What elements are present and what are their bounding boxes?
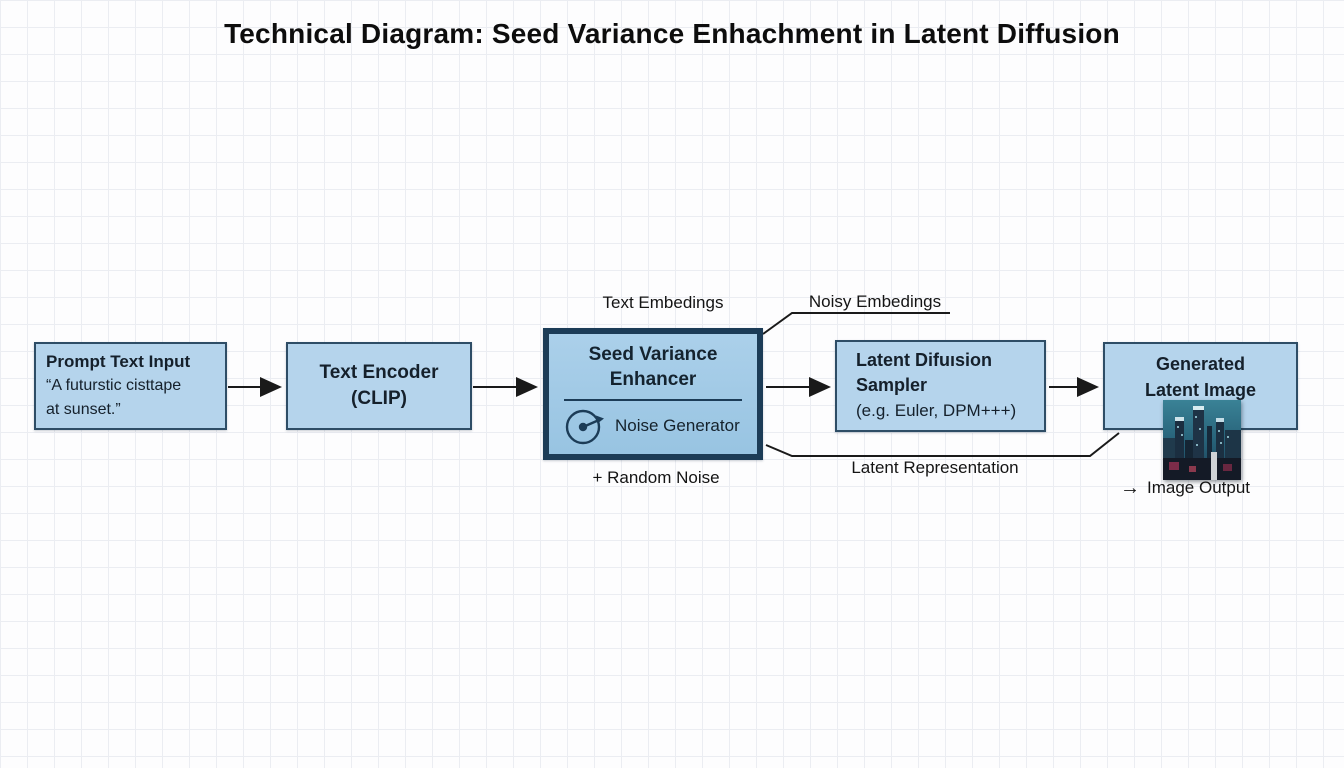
label-text-embeddings: Text Embedings [602, 293, 724, 312]
node-latent-diffusion-sampler: Latent Difuısion Sampler (e.g. Euler, DP… [835, 340, 1046, 432]
enhancer-divider [564, 399, 742, 401]
prompt-title: Prompt Text Input [46, 352, 191, 371]
enhancer-line1: Seed Variance [588, 344, 718, 365]
prompt-quote-line1: “A futurstic cisttape [46, 377, 182, 394]
node-text-encoder: Text Encoder (CLIP) [286, 342, 472, 430]
diagram-title: Technical Diagram: Seed Variance Enhachm… [224, 18, 1120, 49]
generated-city-image [1163, 400, 1241, 480]
label-image-output: → Image Output [1120, 478, 1250, 498]
noise-generator-label: Noise Generator [615, 416, 740, 435]
sampler-line2: Sampler [856, 375, 928, 395]
generated-line2: Latent Image [1144, 380, 1257, 400]
prompt-quote-line2: at sunset.” [46, 401, 121, 418]
sampler-line1: Latent Difuısion [856, 350, 992, 370]
noise-generator-dial-icon [565, 409, 604, 445]
label-latent-representation: Latent Representation [851, 458, 1019, 477]
image-output-arrow-icon: → [1120, 477, 1140, 499]
node-generated-latent-image: Generated Latent Image [1103, 342, 1298, 430]
node-seed-variance-enhancer: Seed Variance Enhancer Noise Generator [543, 328, 763, 460]
node-prompt-text-input: Prompt Text Input “A futurstic cisttape … [34, 342, 227, 430]
encoder-line2: (CLIP) [351, 388, 407, 409]
encoder-line1: Text Encoder [319, 362, 439, 383]
generated-line1: Generated [1155, 354, 1246, 374]
enhancer-line2: Enhancer [609, 369, 697, 390]
label-random-noise: + Random Noise [592, 468, 720, 487]
label-noisy-embeddings: Noisy Embedings [808, 292, 942, 311]
sampler-line3: (e.g. Euler, DPM+++) [856, 401, 1017, 420]
image-output-text: Image Output [1147, 478, 1251, 497]
